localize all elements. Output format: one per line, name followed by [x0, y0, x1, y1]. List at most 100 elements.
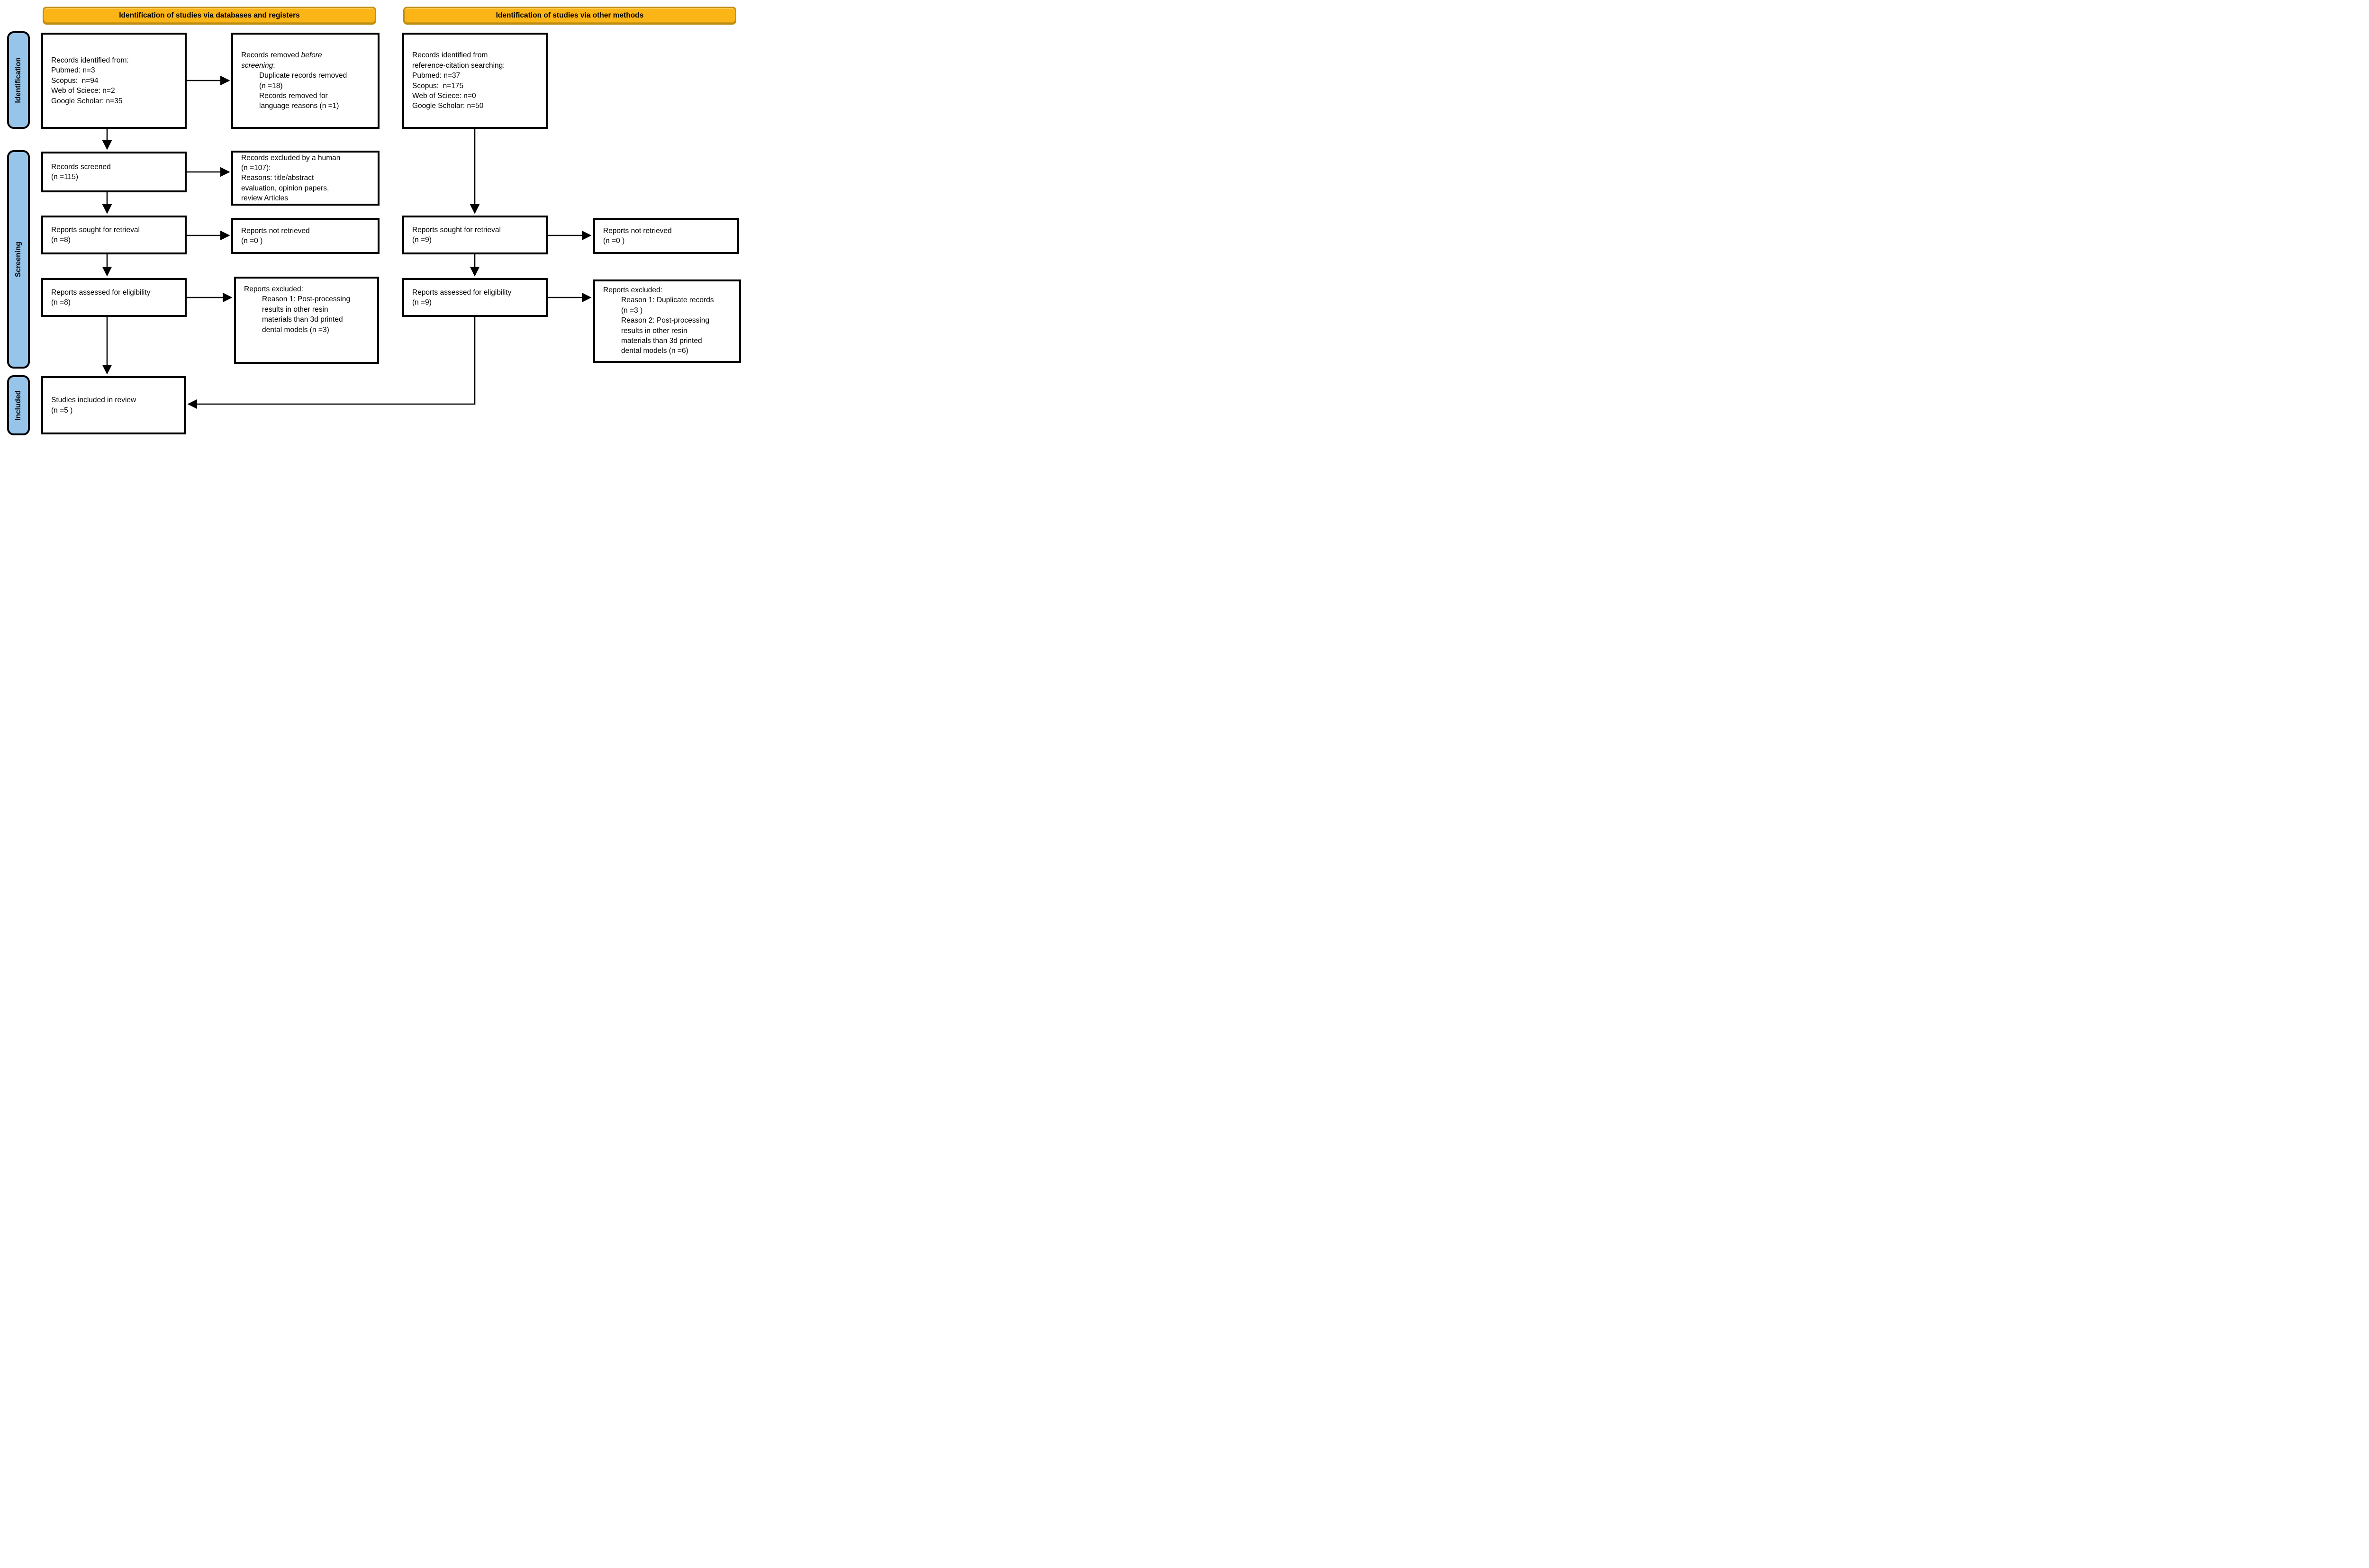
box-line: Scopus: n=94: [51, 76, 181, 86]
box-line-segment: Google Scholar: n=50: [412, 102, 484, 110]
box-line: reference-citation searching:: [412, 61, 542, 71]
box-line: Reports not retrieved: [603, 226, 733, 236]
box-line: (n =5 ): [51, 406, 180, 415]
box-line: Records screened: [51, 162, 181, 172]
box-line: Google Scholar: n=50: [412, 101, 542, 111]
box-line-segment: (n =5 ): [51, 406, 73, 415]
prisma-flow-diagram: Identification of studies via databases …: [0, 0, 743, 440]
box-line-segment: Scopus: n=94: [51, 76, 99, 85]
box-reports-not-retrieved-databases: Reports not retrieved (n =0 ): [231, 218, 380, 254]
box-line: Web of Sciece: n=0: [412, 91, 542, 101]
box-reports-assessed-databases: Reports assessed for eligibility(n =8): [41, 278, 187, 317]
box-line-segment: Reasons: title/abstract: [241, 174, 314, 182]
box-line-segment: (n =9): [412, 236, 432, 244]
box-line-segment: Pubmed: n=37: [412, 72, 461, 80]
stage-screening: Screening: [7, 150, 30, 369]
box-line-segment: Scopus: n=175: [412, 81, 464, 90]
box-line-segment: results in other resin: [262, 305, 328, 314]
banner-databases-registers: Identification of studies via databases …: [43, 7, 376, 25]
box-line: Reports not retrieved: [241, 226, 374, 236]
box-line-segment: Reports assessed for eligibility: [51, 288, 151, 297]
box-line: (n =8): [51, 297, 181, 307]
box-reports-excluded-other: Reports excluded: Reason 1: Duplicate rec…: [593, 279, 741, 363]
box-line-segment: Pubmed: n=3: [51, 66, 95, 75]
box-line: Pubmed: n=3: [51, 65, 181, 75]
box-line-segment: Reports excluded:: [603, 286, 662, 294]
box-reports-excluded-databases: Reports excluded: Reason 1: Post-processi…: [234, 277, 379, 364]
box-line: Reports sought for retrieval: [412, 225, 542, 235]
box-line: Studies included in review: [51, 395, 180, 405]
box-line-italic-segment: screening: [241, 61, 273, 70]
box-line-segment: Reports assessed for eligibility: [412, 288, 512, 297]
box-line-segment: materials than 3d printed: [262, 315, 343, 324]
box-line: Reports assessed for eligibility: [51, 288, 181, 297]
box-line: Reasons: title/abstract: [241, 173, 374, 183]
box-line-segment: Records excluded by a human: [241, 153, 341, 162]
box-line-segment: evaluation, opinion papers,: [241, 184, 329, 192]
box-line-segment: dental models (n =3): [262, 325, 329, 334]
stage-identification-label: Identification: [14, 57, 22, 103]
box-records-screened: Records screened(n =115): [41, 152, 187, 192]
box-studies-included: Studies included in review(n =5 ): [41, 376, 186, 434]
stage-included: Included: [7, 375, 30, 435]
stage-screening-label: Screening: [14, 242, 22, 277]
box-line-segment: Records removed: [241, 51, 301, 60]
box-reports-assessed-other: Reports assessed for eligibility(n =9): [402, 278, 548, 317]
box-line-segment: Google Scholar: n=35: [51, 97, 123, 105]
box-line-segment: Reason 1: Post-processing: [262, 295, 351, 304]
box-line: Records excluded by a human: [241, 153, 374, 163]
box-line: Web of Sciece: n=2: [51, 86, 181, 96]
box-line: (n =8): [51, 235, 181, 245]
stage-included-label: Included: [14, 390, 22, 421]
box-line-segment: Records identified from:: [51, 56, 129, 65]
box-line-segment: Duplicate records removed: [259, 72, 347, 80]
box-line-segment: (n =107):: [241, 163, 271, 172]
box-line-segment: Reason 1: Duplicate records: [621, 296, 714, 305]
box-line: Records identified from: [412, 50, 542, 60]
box-line: Google Scholar: n=35: [51, 96, 181, 106]
box-line: Reason 2: Post-processing: [621, 315, 735, 325]
box-line: Reports assessed for eligibility: [412, 288, 542, 297]
box-line: screening:: [241, 61, 374, 71]
box-line: Scopus: n=175: [412, 81, 542, 91]
box-line: Reports excluded:: [244, 284, 373, 294]
box-line-segment: Records identified from: [412, 51, 488, 60]
box-line: Records removed before: [241, 50, 374, 60]
box-line: (n =18): [259, 81, 374, 91]
box-line: language reasons (n =1): [259, 101, 374, 111]
box-line: (n =3 ): [621, 306, 735, 315]
box-line: materials than 3d printed: [262, 315, 373, 324]
box-line: (n =0 ): [241, 236, 374, 246]
box-reports-sought-databases: Reports sought for retrieval(n =8): [41, 216, 187, 254]
box-line: results in other resin: [621, 326, 735, 336]
box-line: Records removed for: [259, 91, 374, 101]
box-line: (n =9): [412, 297, 542, 307]
box-line: dental models (n =3): [262, 325, 373, 335]
box-line-segment: review Articles: [241, 194, 289, 203]
box-line-segment: Web of Sciece: n=2: [51, 87, 115, 95]
box-line-segment: reference-citation searching:: [412, 61, 505, 70]
box-line: dental models (n =6): [621, 346, 735, 356]
box-line: Records identified from:: [51, 55, 181, 65]
box-line-segment: dental models (n =6): [621, 347, 688, 355]
box-line-segment: materials than 3d printed: [621, 336, 702, 345]
box-line: Reason 1: Post-processing: [262, 294, 373, 304]
box-line: results in other resin: [262, 305, 373, 315]
box-line-segment: Reports excluded:: [244, 285, 303, 293]
box-line: review Articles: [241, 193, 374, 203]
box-line-segment: (n =115): [51, 173, 79, 181]
box-line-segment: Reports sought for retrieval: [412, 225, 501, 234]
box-line-segment: Reports not retrieved: [603, 226, 672, 235]
box-line-segment: Reason 2: Post-processing: [621, 316, 710, 325]
box-line-segment: (n =0 ): [241, 237, 263, 245]
box-line-segment: (n =18): [259, 81, 283, 90]
stage-identification: Identification: [7, 31, 30, 129]
box-line: (n =115): [51, 172, 181, 182]
box-line: Pubmed: n=37: [412, 71, 542, 81]
box-line: Reports excluded:: [603, 285, 735, 295]
box-reports-sought-other: Reports sought for retrieval (n =9): [402, 216, 548, 254]
box-line-segment: Reports not retrieved: [241, 226, 310, 235]
box-line: materials than 3d printed: [621, 336, 735, 346]
